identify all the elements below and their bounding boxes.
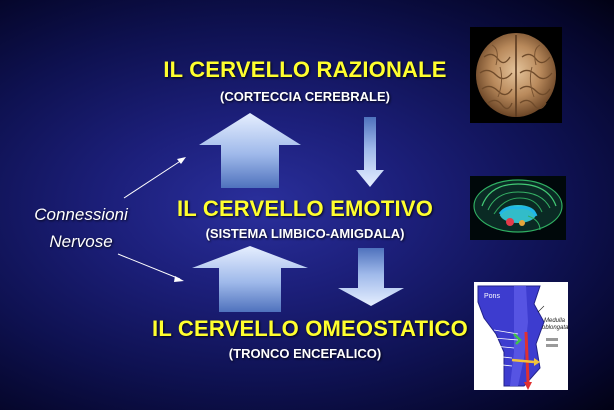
cortex-image	[470, 27, 562, 123]
emotional-brain-subtitle: (SISTEMA LIMBICO-AMIGDALA)	[205, 226, 405, 241]
connections-label-line1: Connessioni	[34, 205, 128, 224]
pointer-arrow-head	[177, 157, 186, 164]
down-arrow-icon	[338, 248, 404, 306]
up-arrow-icon	[192, 246, 308, 312]
limbic-system-image	[470, 176, 566, 240]
oblongata-label: oblongata	[542, 325, 568, 331]
emotional-brain-title: IL CERVELLO EMOTIVO	[176, 196, 434, 221]
pointer-arrow-icon	[117, 253, 181, 280]
down-arrow-icon	[356, 117, 384, 187]
pointer-arrow-icon	[123, 159, 183, 199]
pointer-arrow-head	[174, 276, 184, 282]
up-arrow-icon	[199, 113, 301, 188]
homeostatic-brain-subtitle: (TRONCO ENCEFALICO)	[228, 346, 382, 361]
homeostatic-brain-title: IL CERVELLO OMEOSTATICO	[152, 316, 468, 341]
rational-brain-subtitle: (CORTECCIA CEREBRALE)	[220, 89, 390, 104]
rational-brain-title: IL CERVELLO RAZIONALE	[163, 57, 447, 82]
medulla-label: Medulla	[544, 318, 566, 324]
connections-label-line2: Nervose	[49, 232, 113, 251]
pons-label: Pons	[484, 293, 500, 300]
brainstem-image: Pons Medulla oblongata	[474, 282, 568, 390]
